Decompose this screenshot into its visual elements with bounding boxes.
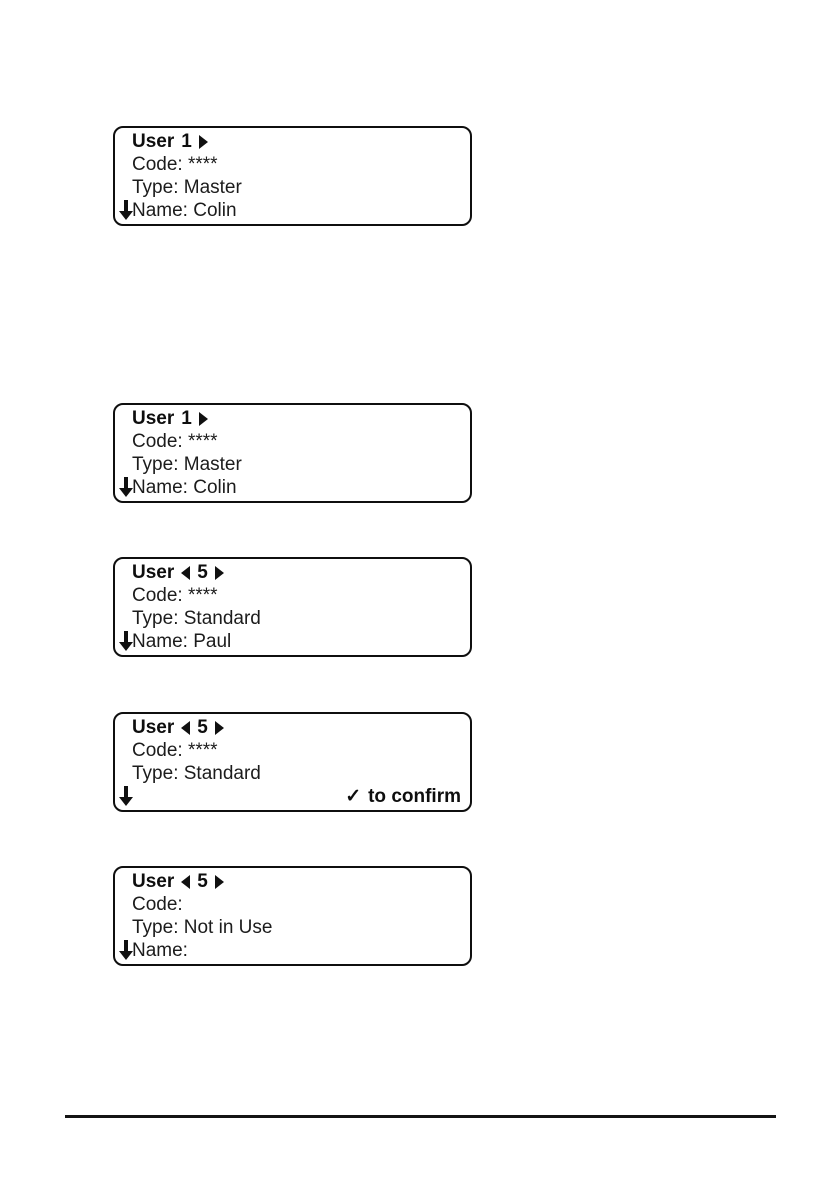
lcd-display-user5-confirm: User 5 Code: **** Type: Standard ✓ to con… <box>113 712 472 812</box>
user-label: User <box>132 131 175 152</box>
scroll-down-icon <box>119 786 133 806</box>
code-row: Code: **** <box>132 431 218 452</box>
user-number: 5 <box>197 562 208 583</box>
right-arrow-icon <box>198 411 208 426</box>
name-row: Name: Colin <box>132 200 237 221</box>
type-row: Type: Standard <box>132 608 261 629</box>
user-number: 5 <box>197 717 208 738</box>
code-row: Code: <box>132 894 183 915</box>
lcd-title-row: User 5 <box>132 870 462 893</box>
type-row: Type: Standard <box>132 763 261 784</box>
lcd-body: User 5 Code: **** Type: Standard <box>132 716 462 785</box>
lcd-display-user1-repeat: User 1 Code: **** Type: Master Name: Col… <box>113 403 472 503</box>
lcd-title-row: User 1 <box>132 130 462 153</box>
user-label: User <box>132 717 175 738</box>
lcd-display-user5-notinuse: User 5 Code: Type: Not in Use Name: <box>113 866 472 966</box>
lcd-body: User 5 Code: **** Type: Standard Name: P… <box>132 561 462 653</box>
lcd-title-row: User 5 <box>132 561 462 584</box>
lcd-title-row: User 5 <box>132 716 462 739</box>
user-number: 1 <box>181 131 192 152</box>
user-label: User <box>132 562 175 583</box>
user-label: User <box>132 871 175 892</box>
left-arrow-icon <box>181 565 191 580</box>
footer-rule <box>65 1115 776 1118</box>
scroll-down-icon <box>119 940 133 960</box>
user-number: 5 <box>197 871 208 892</box>
type-row: Type: Master <box>132 454 242 475</box>
scroll-down-icon <box>119 477 133 497</box>
lcd-display-user5-paul: User 5 Code: **** Type: Standard Name: P… <box>113 557 472 657</box>
confirm-label: to confirm <box>368 786 461 807</box>
code-row: Code: **** <box>132 740 218 761</box>
left-arrow-icon <box>181 720 191 735</box>
type-row: Type: Not in Use <box>132 917 273 938</box>
left-arrow-icon <box>181 874 191 889</box>
name-row: Name: Colin <box>132 477 237 498</box>
name-row: Name: <box>132 940 188 961</box>
user-number: 1 <box>181 408 192 429</box>
right-arrow-icon <box>214 565 224 580</box>
right-arrow-icon <box>214 874 224 889</box>
scroll-down-icon <box>119 200 133 220</box>
right-arrow-icon <box>198 134 208 149</box>
type-row: Type: Master <box>132 177 242 198</box>
lcd-body: User 5 Code: Type: Not in Use Name: <box>132 870 462 962</box>
right-arrow-icon <box>214 720 224 735</box>
lcd-display-user1: User 1 Code: **** Type: Master Name: Col… <box>113 126 472 226</box>
lcd-body: User 1 Code: **** Type: Master Name: Col… <box>132 130 462 222</box>
confirm-check-icon: ✓ <box>345 786 362 807</box>
user-label: User <box>132 408 175 429</box>
code-row: Code: **** <box>132 154 218 175</box>
lcd-title-row: User 1 <box>132 407 462 430</box>
code-row: Code: **** <box>132 585 218 606</box>
lcd-body: User 1 Code: **** Type: Master Name: Col… <box>132 407 462 499</box>
name-row: Name: Paul <box>132 631 232 652</box>
scroll-down-icon <box>119 631 133 651</box>
confirm-prompt: ✓ to confirm <box>345 785 461 808</box>
